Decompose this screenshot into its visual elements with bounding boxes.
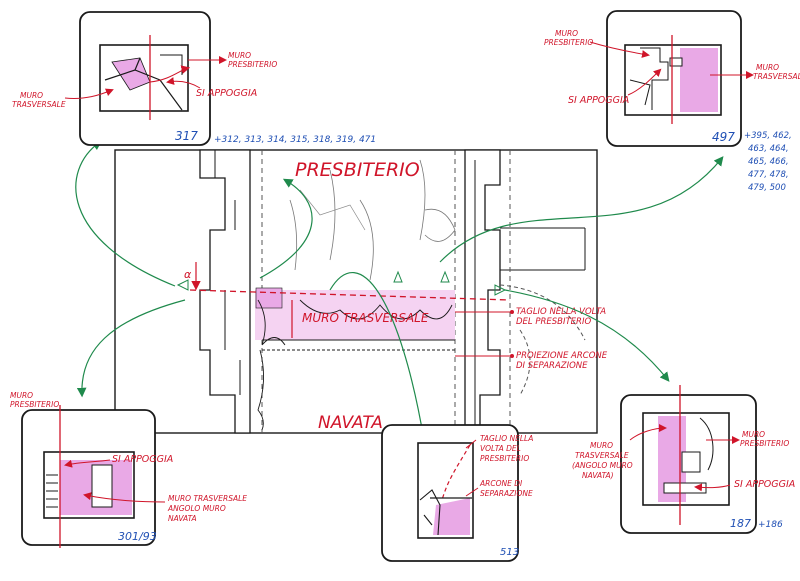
main-plan: α [114, 149, 598, 434]
photo-number-187: 187 [730, 517, 751, 530]
svg-text:PRESBITERIO: PRESBITERIO [228, 60, 277, 69]
photo-513-notes: TAGLIO NELLA VOLTA DEL PRESBITERIO ARCON… [465, 434, 533, 498]
photo-link-arrows [75, 140, 724, 443]
photo-317-notes: MURO PRESBITERIO SI APPOGGIA MURO TRASVE… [12, 51, 277, 109]
svg-text:DI SEPARAZIONE: DI SEPARAZIONE [516, 361, 588, 371]
photo-card-317: 317 [79, 11, 211, 146]
svg-text:MURO: MURO [742, 430, 765, 439]
photo-number-513: 513 [500, 547, 519, 558]
svg-text:TRASVERSALE: TRASVERSALE [753, 72, 800, 81]
svg-text:PRESBITERIO: PRESBITERIO [544, 38, 593, 47]
proiezione-arcone-callout: PROIEZIONE ARCONE DI SEPARAZIONE [516, 351, 608, 371]
cut-line [189, 289, 511, 301]
navata-title: NAVATA [318, 413, 383, 433]
svg-text:TAGLIO NELLA VOLTA: TAGLIO NELLA VOLTA [516, 307, 606, 317]
svg-text:463, 464,: 463, 464, [748, 144, 789, 154]
presbiterio-title: PRESBITERIO [295, 159, 420, 181]
svg-text:ANGOLO MURO: ANGOLO MURO [167, 504, 226, 513]
svg-text:SI APPOGGIA: SI APPOGGIA [196, 88, 257, 99]
svg-text:SI APPOGGIA: SI APPOGGIA [112, 454, 173, 465]
photo-number-497: 497 [712, 130, 735, 144]
svg-text:PRESBITERIO: PRESBITERIO [740, 439, 789, 448]
photo-187-notes: MURO PRESBITERIO MURO TRASVERSALE (ANGOL… [572, 424, 795, 492]
photo-number-301: 301/93 [118, 530, 157, 543]
photo-497-extra: +395, 462, 463, 464, 465, 466, 477, 478,… [744, 131, 792, 193]
svg-text:MURO: MURO [756, 63, 779, 72]
svg-text:MURO: MURO [228, 51, 251, 60]
photo-card-497: 497 [606, 10, 742, 147]
photo-317-extra: +312, 313, 314, 315, 318, 319, 471 [214, 135, 376, 145]
photo-number-317: 317 [175, 129, 198, 143]
photo-187-extra: +186 [758, 520, 783, 530]
svg-text:SI APPOGGIA: SI APPOGGIA [734, 479, 795, 490]
svg-text:+395, 462,: +395, 462, [744, 131, 792, 141]
photo-card-513: 513 [381, 424, 519, 562]
svg-text:PROIEZIONE ARCONE: PROIEZIONE ARCONE [516, 351, 608, 361]
svg-text:NAVATA): NAVATA) [582, 471, 614, 480]
svg-text:465, 466,: 465, 466, [748, 157, 789, 167]
svg-text:DEL PRESBITERIO: DEL PRESBITERIO [516, 317, 591, 327]
svg-text:TAGLIO NELLA: TAGLIO NELLA [480, 434, 533, 443]
svg-text:MURO: MURO [555, 29, 578, 38]
photo-497-notes: MURO PRESBITERIO SI APPOGGIA MURO TRASVE… [544, 29, 800, 106]
svg-text:ARCONE DI: ARCONE DI [479, 479, 523, 488]
svg-text:NAVATA: NAVATA [168, 514, 197, 523]
right-wall [464, 149, 501, 434]
svg-text:TRASVERSALE: TRASVERSALE [575, 451, 629, 460]
taglio-volta-callout: TAGLIO NELLA VOLTA DEL PRESBITERIO [516, 307, 606, 327]
svg-text:MURO: MURO [590, 441, 613, 450]
muro-trasversale-label: MURO TRASVERSALE [302, 311, 429, 325]
transverse-wall-band [255, 290, 455, 340]
svg-text:MURO: MURO [20, 91, 43, 100]
svg-text:479, 500: 479, 500 [748, 183, 786, 193]
svg-text:SI APPOGGIA: SI APPOGGIA [568, 95, 629, 106]
svg-text:VOLTA DEL: VOLTA DEL [480, 444, 521, 453]
photo-card-301: 301/93 [21, 405, 157, 548]
svg-text:477, 478,: 477, 478, [748, 170, 789, 180]
svg-text:MURO TRASVERSALE: MURO TRASVERSALE [168, 494, 247, 503]
plan-frame [114, 149, 598, 434]
photo-301-notes: MURO PRESBITERIO SI APPOGGIA MURO TRASVE… [10, 391, 247, 523]
svg-text:TRASVERSALE: TRASVERSALE [12, 100, 66, 109]
svg-text:(ANGOLO MURO: (ANGOLO MURO [572, 461, 633, 470]
svg-text:PRESBITERIO: PRESBITERIO [480, 454, 529, 463]
svg-text:SEPARAZIONE: SEPARAZIONE [480, 489, 533, 498]
photo-card-187: 187 [620, 385, 757, 534]
svg-text:PRESBITERIO: PRESBITERIO [10, 400, 59, 409]
alpha-label: α [184, 268, 192, 281]
svg-text:MURO: MURO [10, 391, 33, 400]
